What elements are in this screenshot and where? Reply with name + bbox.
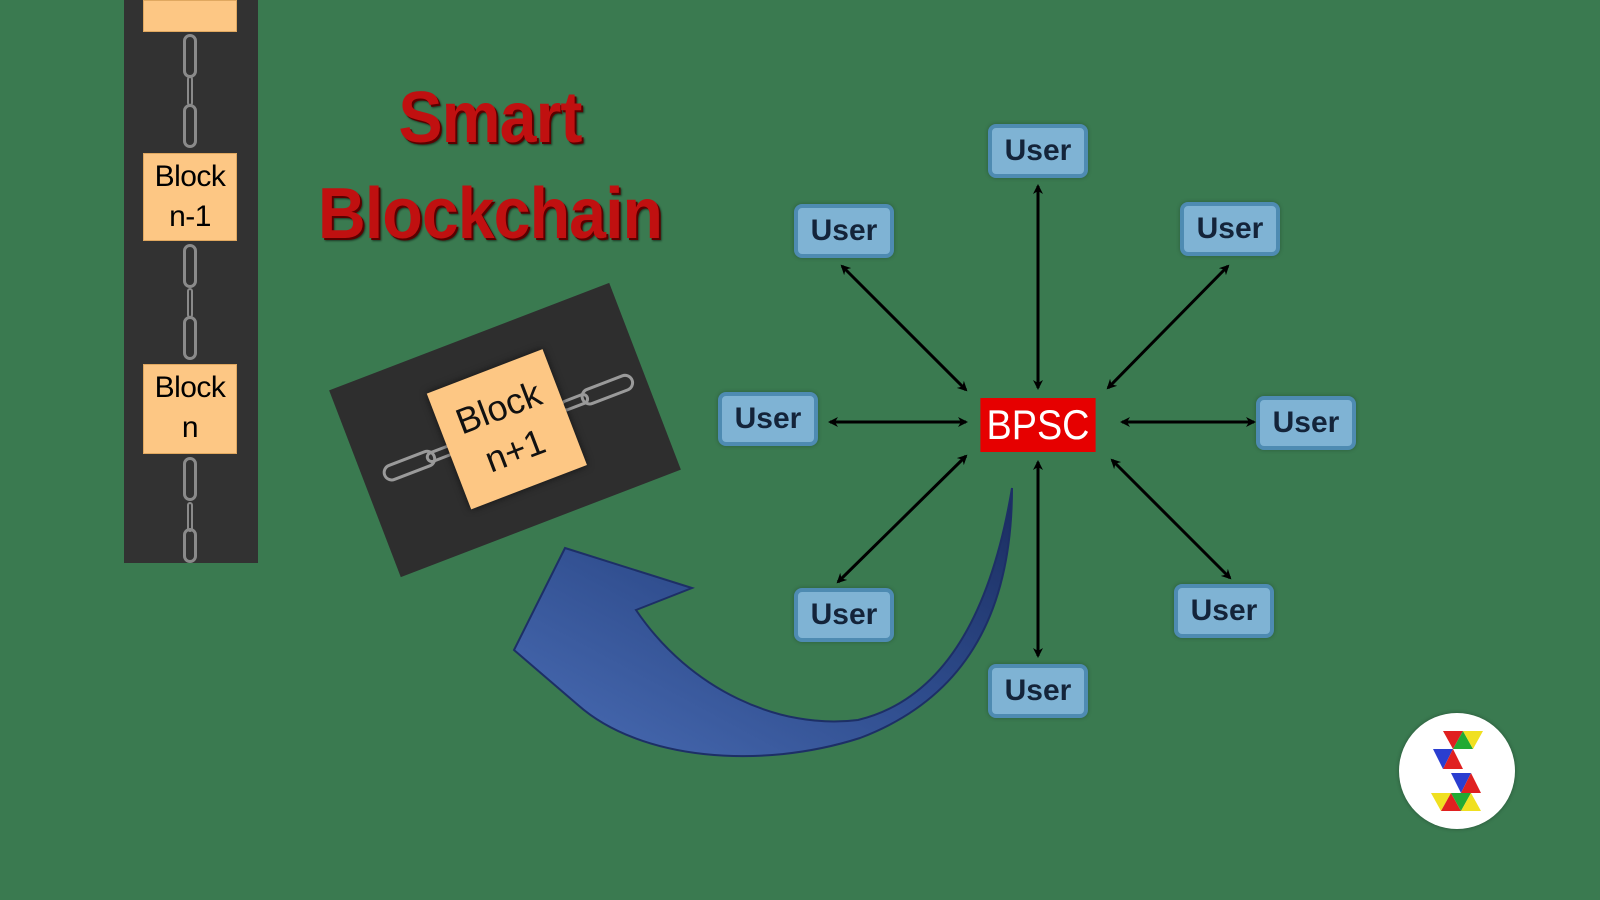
page-title: Smart Blockchain [315,70,665,262]
user-node-bottom-right: User [1174,584,1274,638]
block-label: Block [154,160,226,193]
triangle-logo-icon [1399,713,1515,829]
chain-block-top [143,0,237,32]
chain-link [183,457,197,501]
chain-link [183,528,197,563]
user-node-top: User [988,124,1088,178]
user-node-bottom: User [988,664,1088,718]
user-node-left: User [718,392,818,446]
vertical-chain-strip: Block n-1 Block n [124,0,258,563]
chain-block-n: Block n [143,364,237,454]
bpsc-hub: BPSC [980,398,1096,452]
connector-arrow [840,264,968,392]
title-line-1: Smart [398,78,582,158]
user-node-bottom-left: User [794,588,894,642]
big-curved-arrow [512,487,1013,758]
block-label: Block [154,371,226,404]
connector-arrow [1106,264,1230,390]
user-node-right: User [1256,396,1356,450]
connector-arrow [1110,458,1232,580]
chain-link [183,316,197,360]
block-label: n [181,411,199,444]
chain-block-n-1: Block n-1 [143,153,237,241]
chain-link [183,104,197,148]
user-node-top-left: User [794,204,894,258]
chain-link [183,244,197,288]
block-label: n-1 [169,200,211,233]
connector-arrow [836,454,968,584]
title-line-2: Blockchain [317,174,663,254]
user-node-top-right: User [1180,202,1280,256]
